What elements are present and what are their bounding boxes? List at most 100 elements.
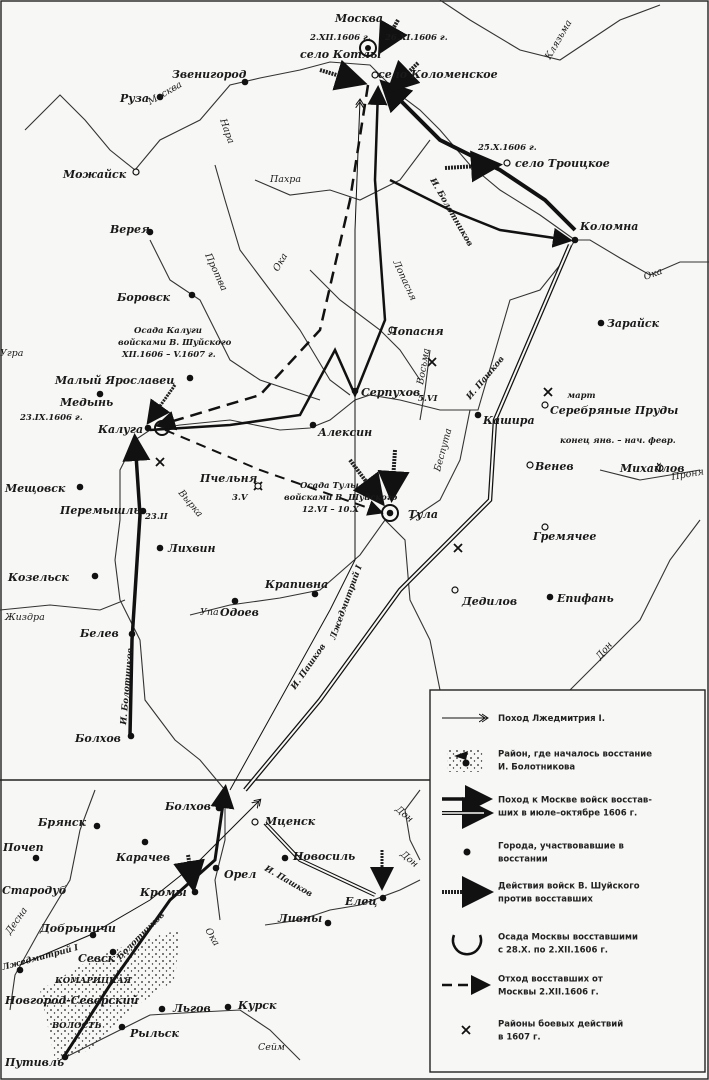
city-label-рыльск: Рыльск: [129, 1027, 179, 1040]
city-label-гремячее: Гремячее: [532, 530, 596, 543]
city-label-елец: Елец: [344, 895, 377, 908]
battle-cross-icon: [461, 1025, 471, 1035]
city-label-кашира: Кашира: [482, 414, 535, 427]
city-label-крапивна: Крапивна: [264, 578, 328, 591]
legend-text: Район, где началось восстание: [498, 750, 652, 760]
city-label-орел: Орел: [224, 868, 256, 881]
map-annotation: 12.VI – 10.X: [302, 505, 359, 515]
uprising-area-icon: [447, 748, 483, 772]
river-vosma: [419, 349, 431, 421]
city-label-кромы: Кромы: [139, 886, 187, 899]
town-marker-мценск: [251, 818, 259, 826]
city-dot-курск: [224, 1003, 232, 1011]
river-label-протва: Протва: [202, 251, 230, 293]
river-label-дон: Дон: [392, 803, 415, 825]
moscow-siege-icon: [359, 39, 377, 57]
river-livny: [264, 879, 421, 926]
city-label-верея: Верея: [109, 223, 150, 236]
city-label-карачев: Карачев: [115, 851, 170, 864]
city-label-козельск: Козельск: [7, 571, 69, 584]
map-annotation: 2.XII.1606 г.: [309, 33, 371, 43]
city-label-венев: Венев: [534, 460, 574, 473]
city-dot-боровск: [188, 291, 196, 299]
city-dot-козельск: [91, 572, 99, 580]
legend-text: Районы боевых действий: [498, 1019, 623, 1030]
shuisky-arrow-tula: [348, 458, 385, 507]
river-label-угра: Угра: [0, 348, 24, 359]
city-dot-коломна: [571, 236, 579, 244]
city-dots: [16, 71, 664, 1061]
battle-marks: [155, 357, 553, 553]
city-label-михайлов: Михайлов: [619, 462, 684, 475]
legend-text: Осада Москвы восставшими: [498, 933, 638, 943]
shuisky-arrow-kromy: [173, 854, 205, 893]
city-label-звенигород: Звенигород: [172, 68, 247, 81]
map-annotation: 5.VI: [418, 394, 438, 404]
river-nara: [214, 164, 351, 396]
kaluga-siege-icon: [154, 420, 170, 436]
river-label-вырка: Вырка: [175, 487, 205, 520]
shuisky-arrow-troitskoe: [444, 150, 503, 183]
legend: Поход Лжедмитрия I. Район, где началось в…: [429, 689, 706, 1073]
city-dot-лихвин: [156, 544, 164, 552]
legend-text: Москвы 2.XII.1606 г.: [498, 988, 599, 998]
city-dot-калуга: [144, 424, 152, 432]
city-dot-карачев: [141, 838, 149, 846]
city-label-тула: Тула: [408, 508, 438, 521]
map-annotation: конец янв. – нач. февр.: [560, 436, 676, 446]
legend-text: в 1607 г.: [498, 1033, 541, 1043]
city-dot-кромы: [191, 888, 199, 896]
legend-text: восстании: [498, 855, 548, 865]
river-label-жиздра: Жиздра: [4, 612, 45, 623]
city-label-стародуб: Стародуб: [2, 884, 67, 897]
city-label-белев: Белев: [79, 627, 119, 640]
river-label-москва: Москва: [145, 79, 184, 108]
false-dmitry-route-south: [19, 800, 260, 966]
map-annotation: КОМАРИЦКАЯ: [54, 976, 132, 986]
map-annotation: Осада Тулы: [300, 481, 359, 491]
shuisky-arrow-tula-n: [377, 449, 410, 503]
moscow-dot: [365, 45, 371, 51]
city-label-серебряные-пруды: Серебряные Пруды: [550, 404, 678, 417]
town-marker-лопасня: [388, 326, 396, 334]
shuisky-arrow-kaluga: [146, 384, 177, 425]
city-dot-льгов: [158, 1005, 166, 1013]
city-label-болхов: Болхов: [74, 732, 121, 745]
city-label-добрыничи: Добрыничи: [39, 922, 116, 935]
city-dot-орел: [212, 864, 220, 872]
city-label-лопасня: Лопасня: [387, 325, 444, 338]
tula-siege-icon: [381, 504, 399, 522]
city-label-почеп: Почеп: [2, 841, 44, 854]
city-label-болхов: Болхов: [164, 800, 211, 813]
city-dot-тула: [386, 509, 394, 517]
city-label-руза: Руза: [119, 92, 149, 105]
river-label-десна: Десна: [3, 905, 30, 937]
city-label-пчельня: Пчельня: [199, 472, 258, 485]
city-dot-мещовск: [76, 483, 84, 491]
city-label-брянск: Брянск: [37, 816, 87, 829]
sieges: [154, 39, 399, 522]
map-annotation: 25.X.1606 г.: [477, 143, 537, 153]
legend-text: Города, участвовавшие в: [498, 842, 624, 852]
city-label-мценск: Мценск: [264, 815, 316, 828]
city-label-село-троицкое: село Троицкое: [515, 157, 610, 170]
bolotnikov-route-south: [63, 784, 235, 1056]
river-pronya: [599, 469, 701, 481]
river-label-сейм: Сейм: [258, 1042, 285, 1053]
river-label-восьма: Восьма: [415, 347, 432, 386]
river-besputa: [409, 409, 471, 521]
city-dot-кашира: [474, 411, 482, 419]
legend-text: Поход Лжедмитрия I.: [498, 714, 605, 724]
city-dot-новосиль: [281, 854, 289, 862]
legend-item: Поход к Москве войск восстав-ших в июле–…: [442, 785, 652, 829]
river-desna: [9, 789, 96, 1011]
legend-item: Города, участвовавшие в восстании: [463, 842, 624, 865]
legend-text: Отход восставших от: [498, 975, 603, 985]
city-label-можайск: Можайск: [62, 168, 127, 181]
town-marker-пчельня: [254, 482, 262, 490]
retreat-route-kaluga: [155, 84, 370, 431]
city-label-село-котлы: село Котлы: [300, 48, 381, 61]
